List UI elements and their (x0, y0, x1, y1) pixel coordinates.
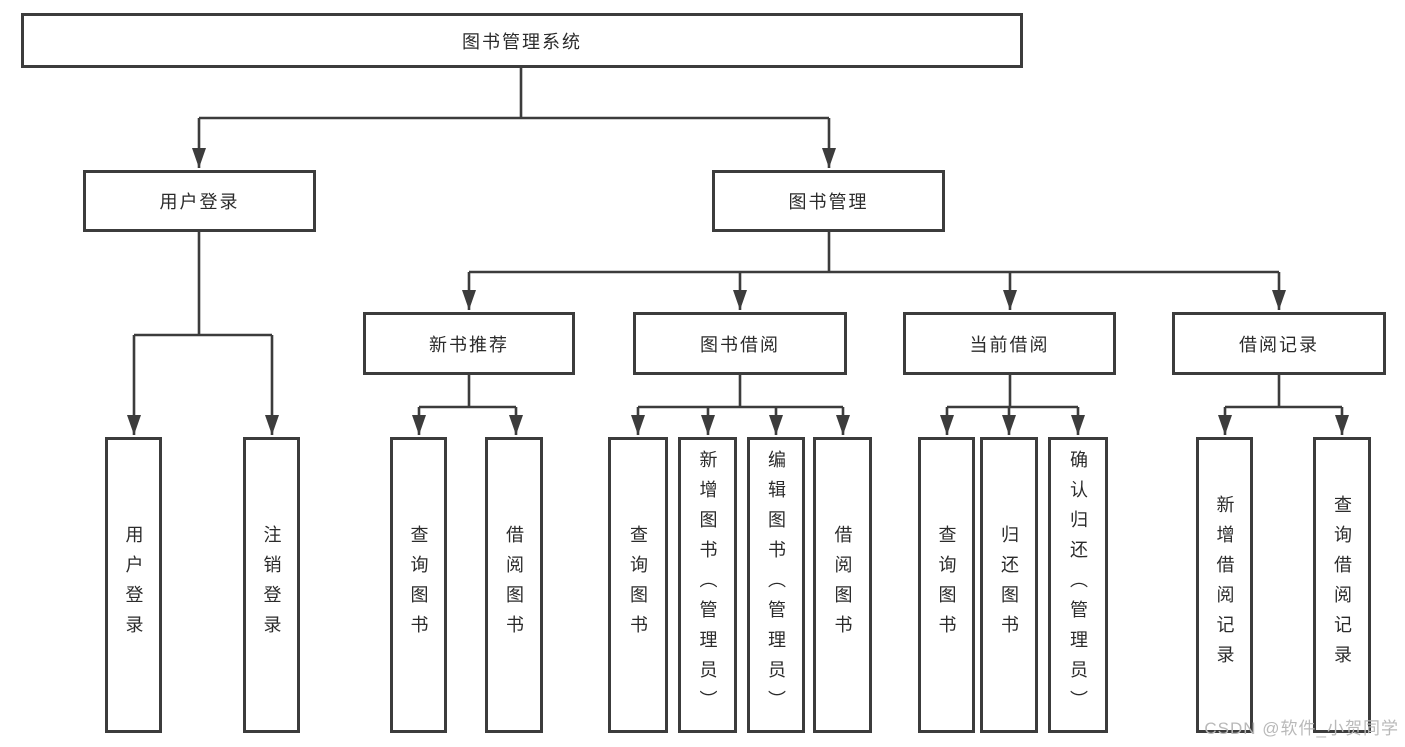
leaf-query-books-borrow: 查询图书 (608, 437, 668, 733)
leaf-return-book: 归还图书 (980, 437, 1038, 733)
node-user-login: 用户登录 (83, 170, 316, 232)
node-current-borrow: 当前借阅 (903, 312, 1116, 375)
leaf-query-borrow-record: 查询借阅记录 (1313, 437, 1371, 733)
node-root: 图书管理系统 (21, 13, 1023, 68)
edges-current-borrow (940, 375, 1085, 435)
leaf-user-login: 用户登录 (105, 437, 162, 733)
leaf-add-book-admin: 新增图书（管理员） (678, 437, 737, 733)
leaf-query-books-recommend: 查询图书 (390, 437, 447, 733)
leaf-query-books-current: 查询图书 (918, 437, 975, 733)
leaf-edit-book-admin: 编辑图书（管理员） (747, 437, 805, 733)
edges-borrow-records (1218, 375, 1349, 435)
node-book-management: 图书管理 (712, 170, 945, 232)
edges-book-borrow (631, 375, 850, 435)
node-book-borrow: 图书借阅 (633, 312, 847, 375)
edges-root (192, 68, 836, 168)
leaf-confirm-return-admin: 确认归还（管理员） (1048, 437, 1108, 733)
leaf-borrow-books-recommend: 借阅图书 (485, 437, 543, 733)
csdn-watermark: CSDN @软件_小贺同学 (1204, 719, 1399, 738)
leaf-borrow-books: 借阅图书 (813, 437, 872, 733)
node-new-book-recommend: 新书推荐 (363, 312, 575, 375)
edges-book-management (462, 232, 1286, 310)
edges-new-book-recommend (412, 375, 523, 435)
leaf-logout: 注销登录 (243, 437, 300, 733)
leaf-add-borrow-record: 新增借阅记录 (1196, 437, 1253, 733)
node-borrow-records: 借阅记录 (1172, 312, 1386, 375)
edges-user-login (127, 232, 279, 435)
